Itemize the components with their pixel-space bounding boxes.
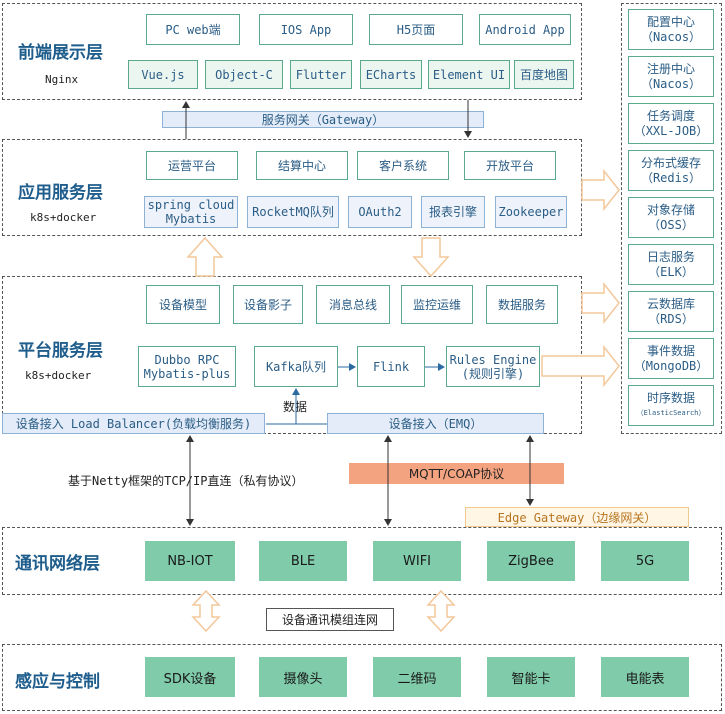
platform-flink: Flink	[357, 346, 425, 387]
sidebar-item: 事件数据（MongoDB）	[628, 338, 714, 379]
sidebar-item-name: 分布式缓存	[640, 155, 701, 170]
platform-dubbo-line2: Mybatis-plus	[143, 366, 231, 381]
netty-direct-label: 基于Netty框架的TCP/IP直连（私有协议）	[68, 474, 304, 488]
app-zookeeper: Zookeeper	[495, 196, 567, 228]
sidebar-item-name: 事件数据	[646, 343, 695, 358]
sidebar-item-name: 配置中心	[646, 14, 695, 29]
block-arrow-module-right	[426, 589, 456, 633]
sensing-camera: 摄像头	[259, 657, 347, 697]
sidebar-item: 日志服务（ELK）	[628, 244, 714, 285]
sidebar-item: 时序数据 （ElasticSearch）	[628, 385, 714, 426]
frontend-android-app: Android App	[479, 14, 571, 45]
distribute-label: 数据分发	[555, 362, 604, 376]
network-5g: 5G	[601, 541, 689, 581]
platform-data-service: 数据服务	[486, 285, 558, 324]
sidebar-item-sub: （XXL-JOB）	[633, 123, 709, 138]
sidebar-item: 分布式缓存（Redis）	[628, 150, 714, 191]
platform-layer-sub: k8s+docker	[25, 369, 92, 382]
sensing-layer-title: 感应与控制	[15, 672, 100, 692]
network-wifi: WIFI	[373, 541, 461, 581]
app-spring-cloud: spring cloud Mybatis	[144, 196, 238, 228]
app-spring-cloud-line2: Mybatis	[165, 212, 217, 226]
frontend-vuejs: Vue.js	[128, 60, 198, 89]
block-arrow-module-left	[191, 589, 221, 633]
network-layer-title: 通讯网络层	[15, 554, 100, 574]
platform-kafka: Kafka队列	[254, 346, 338, 387]
sidebar-item-name: 云数据库	[646, 296, 695, 311]
platform-message-bus: 消息总线	[316, 285, 390, 324]
block-arrow-down	[412, 237, 450, 278]
sidebar-item-name: 任务调度	[646, 108, 695, 123]
data-label: 数据	[283, 400, 308, 414]
frontend-element-ui: Element UI	[428, 60, 510, 89]
sidebar-item: 配置中心（Nacos）	[628, 9, 714, 50]
share-label: 共享	[588, 298, 613, 312]
network-ble: BLE	[259, 541, 347, 581]
frontend-flutter: Flutter	[290, 60, 352, 89]
edge-gateway: Edge Gateway（边缘网关）	[465, 507, 689, 527]
frontend-h5: H5页面	[369, 14, 463, 45]
service-gateway: 服务网关（Gateway）	[162, 111, 484, 128]
frontend-layer-title: 前端展示层	[18, 43, 103, 63]
network-nb-iot: NB-IOT	[145, 541, 235, 581]
sensing-sdk-device: SDK设备	[145, 657, 235, 697]
module-network-label: 设备通讯模组连网	[266, 608, 394, 631]
platform-dubbo-rpc: Dubbo RPC Mybatis-plus	[138, 346, 236, 387]
block-arrow-up	[186, 236, 224, 277]
sidebar-item-sub: （MongoDB）	[633, 358, 709, 373]
sidebar-item-sub: （ELK）	[648, 264, 694, 279]
platform-layer-title: 平台服务层	[18, 341, 103, 361]
device-access-emq: 设备接入（EMQ）	[327, 413, 544, 434]
sensing-power-meter: 电能表	[601, 657, 689, 697]
platform-rules-line2: (规则引擎)	[461, 366, 525, 381]
sidebar-item: 注册中心（Nacos）	[628, 56, 714, 97]
sidebar-item-name: 注册中心	[646, 61, 695, 76]
sidebar-item-name: 对象存储	[646, 202, 695, 217]
frontend-layer-sub: Nginx	[45, 73, 79, 86]
platform-device-model: 设备模型	[146, 285, 220, 324]
platform-monitor-ops: 监控运维	[401, 285, 473, 324]
app-spring-cloud-line1: spring cloud	[147, 198, 235, 212]
network-zigbee: ZigBee	[487, 541, 575, 581]
sidebar-item-name: 时序数据	[646, 390, 695, 405]
app-report-engine: 报表引擎	[421, 196, 485, 228]
sidebar-item-sub: （RDS）	[648, 311, 694, 326]
app-operation-platform: 运营平台	[146, 151, 238, 180]
mqtt-coap-label: MQTT/COAP协议	[349, 463, 564, 484]
app-oauth2: OAuth2	[348, 196, 412, 228]
sensing-qrcode: 二维码	[373, 657, 461, 697]
platform-rules-engine: Rules Engine (规则引擎)	[446, 346, 540, 387]
sidebar-item-sub: （Nacos）	[640, 29, 702, 44]
sidebar-item-name: 日志服务	[646, 249, 695, 264]
frontend-pc-web: PC web端	[146, 14, 240, 45]
frontend-ios-app: IOS App	[259, 14, 353, 45]
sidebar-item: 任务调度（XXL-JOB）	[628, 103, 714, 144]
component-label: 组件	[588, 185, 613, 199]
device-access-load-balancer: 设备接入 Load Balancer(负载均衡服务)	[2, 413, 265, 434]
platform-device-shadow: 设备影子	[233, 285, 303, 324]
app-open-platform: 开放平台	[464, 151, 556, 180]
platform-rules-line1: Rules Engine	[449, 352, 537, 367]
sidebar-item: 对象存储（OSS）	[628, 197, 714, 238]
app-customer-system: 客户系统	[357, 151, 449, 180]
frontend-objective-c: Object-C	[205, 60, 283, 89]
platform-dubbo-line1: Dubbo RPC	[154, 352, 220, 367]
sidebar-item: 云数据库（RDS）	[628, 291, 714, 332]
app-settlement-center: 结算中心	[256, 151, 348, 180]
app-layer-title: 应用服务层	[18, 183, 103, 203]
sidebar-item-sub: （Redis）	[640, 170, 702, 185]
app-rocketmq: RocketMQ队列	[247, 196, 339, 228]
frontend-echarts: ECharts	[360, 60, 422, 89]
sidebar-item-sub: （OSS）	[648, 217, 694, 232]
sidebar-item-sub: （ElasticSearch）	[636, 408, 706, 417]
sensing-smart-card: 智能卡	[487, 657, 575, 697]
app-layer-sub: k8s+docker	[30, 211, 97, 224]
sidebar-item-sub: （Nacos）	[640, 76, 702, 91]
frontend-baidu-map: 百度地图	[514, 60, 574, 89]
